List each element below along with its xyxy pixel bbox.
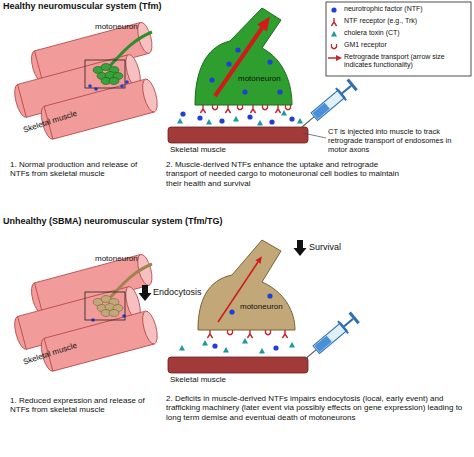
ntf-dots <box>212 293 278 350</box>
step-note: 2. Deficits in muscle-derived NTFs impai… <box>166 394 471 422</box>
syringe <box>297 78 359 133</box>
step-note: 2. Muscle-derived NTFs enhance the uptak… <box>166 160 402 188</box>
legend-text: neurotrophic factor (NTF) <box>344 5 468 13</box>
nerve-terminal <box>93 64 123 85</box>
section-heading: Healthy neuromuscular system (Tfm) <box>3 1 303 12</box>
legend-text: GM1 receptor <box>344 41 468 49</box>
motoneuron-terminal <box>198 240 295 330</box>
step-note: 1. Reduced expression and release of NTF… <box>10 396 155 415</box>
part-label: motoneuron <box>95 254 165 263</box>
legend-text: Retrograde transport (arrow size indicat… <box>344 53 468 70</box>
part-label: motoneuron <box>240 302 300 311</box>
trk-swatch <box>331 18 336 26</box>
ntf-swatch <box>331 7 336 12</box>
part-label: Skeletal muscle <box>22 330 111 367</box>
part-label: Skeletal muscle <box>170 375 270 384</box>
muscle-band <box>168 357 308 373</box>
transport-swatch-head <box>336 55 342 61</box>
step-note: 1. Normal production and release of NTFs… <box>10 160 155 179</box>
section-heading: Unhealthy (SBMA) neuromuscular system (T… <box>3 216 323 227</box>
nerve-terminal <box>93 296 123 317</box>
muscle-fibers <box>5 253 170 378</box>
decrease-arrow <box>294 240 307 256</box>
legend-text: NTF receptor (e.g., Trk) <box>344 17 468 25</box>
callout-note: CT is injected into muscle to track retr… <box>328 128 472 155</box>
effect-label: Survival <box>309 242 369 253</box>
ntf-dots <box>91 314 126 322</box>
legend-box <box>326 2 471 76</box>
ct-swatch <box>331 31 337 37</box>
ct-triangles <box>177 110 303 126</box>
zoom-box <box>85 292 125 320</box>
retrograde-arrow <box>215 28 262 96</box>
ntf-dots <box>180 47 294 124</box>
decrease-arrow <box>139 285 152 301</box>
muscle-band <box>168 127 308 143</box>
transport-swatch <box>328 57 337 59</box>
receptors <box>200 105 290 113</box>
motoneuron-terminal <box>195 8 292 105</box>
leader-line <box>303 133 326 138</box>
part-label: motoneuron <box>95 22 165 31</box>
motor-axon <box>110 32 152 66</box>
retrograde-arrow-head <box>256 256 262 264</box>
retrograde-arrow <box>218 262 258 322</box>
ntf-dots <box>88 80 129 91</box>
part-label: Skeletal muscle <box>22 98 111 135</box>
gm1-swatch <box>332 44 337 49</box>
effect-label: Endocytosis <box>153 287 223 298</box>
legend-text: cholera toxin (CT) <box>344 29 468 37</box>
receptors <box>207 330 287 338</box>
retrograde-arrow-head <box>257 17 270 32</box>
part-label: Skeletal muscle <box>170 145 270 154</box>
part-label: motoneuron <box>238 74 298 83</box>
zoom-box <box>85 60 125 88</box>
syringe <box>299 311 361 366</box>
muscle-fibers <box>5 21 170 146</box>
ct-triangles <box>179 338 295 354</box>
